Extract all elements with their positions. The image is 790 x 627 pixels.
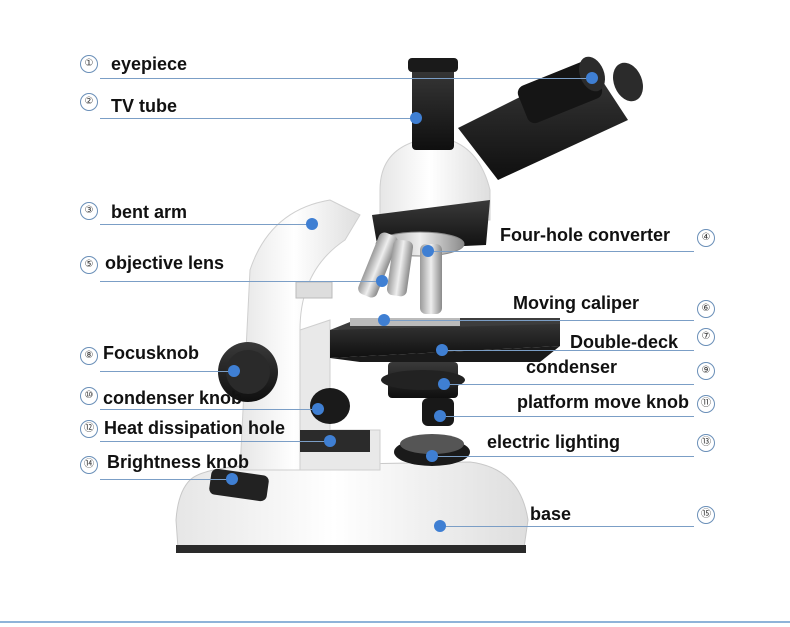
callout-dot-10	[312, 403, 324, 415]
stage-part	[330, 318, 560, 362]
callout-dot-4	[422, 245, 434, 257]
objectives-part	[358, 231, 465, 314]
bottom-divider	[0, 621, 790, 623]
leader-line-11	[440, 416, 694, 417]
leader-line-9	[444, 384, 694, 385]
callout-dot-1	[586, 72, 598, 84]
label-objective-lens: objective lens	[105, 253, 225, 273]
leader-line-3	[100, 224, 314, 225]
marker-9: ⑨	[697, 362, 715, 380]
callout-dot-14	[226, 473, 238, 485]
leader-line-15	[440, 526, 694, 527]
callout-dot-12	[324, 435, 336, 447]
marker-2: ②	[80, 93, 98, 111]
leader-line-4	[428, 251, 694, 252]
knobs-part	[218, 342, 350, 424]
leader-line-14	[100, 479, 232, 480]
leader-line-10	[100, 409, 318, 410]
label-platform-move-knob: platform move knob	[517, 392, 690, 412]
callout-dot-9	[438, 378, 450, 390]
marker-6: ⑥	[697, 300, 715, 318]
label-moving-caliper: Moving caliper	[513, 293, 640, 313]
label-focusknob: Focusknob	[103, 343, 200, 363]
callout-dot-6	[378, 314, 390, 326]
leader-line-2	[100, 118, 418, 119]
label-brightness-knob: Brightness knob	[107, 452, 250, 472]
label-condenser: condenser	[526, 357, 618, 377]
marker-13: ⑬	[697, 434, 715, 452]
callout-dot-11	[434, 410, 446, 422]
leader-line-13	[432, 456, 694, 457]
label-bent-arm: bent arm	[111, 202, 188, 222]
leader-line-5	[100, 281, 384, 282]
callout-dot-5	[376, 275, 388, 287]
marker-4: ④	[697, 229, 715, 247]
leader-line-8	[100, 371, 236, 372]
condenser-part	[381, 362, 470, 466]
label-base: base	[530, 504, 572, 524]
head-part	[372, 58, 491, 250]
callout-dot-15	[434, 520, 446, 532]
label-eyepiece: eyepiece	[111, 54, 188, 74]
callout-dot-13	[426, 450, 438, 462]
label-heat-dissipation-hole: Heat dissipation hole	[104, 418, 286, 438]
marker-12: ⑫	[80, 420, 98, 438]
leader-line-6	[384, 320, 694, 321]
callout-dot-3	[306, 218, 318, 230]
marker-15: ⑮	[697, 506, 715, 524]
marker-11: ⑪	[697, 395, 715, 413]
label-four-hole-converter: Four-hole converter	[500, 225, 671, 245]
callout-dot-8	[228, 365, 240, 377]
arm-part	[239, 199, 381, 471]
marker-14: ⑭	[80, 456, 98, 474]
marker-7: ⑦	[697, 328, 715, 346]
label-tv-tube: TV tube	[111, 96, 177, 116]
marker-8: ⑧	[80, 347, 98, 365]
leader-line-12	[100, 441, 330, 442]
leader-line-1	[100, 78, 594, 79]
marker-3: ③	[80, 202, 98, 220]
label-electric-lighting: electric lighting	[487, 432, 621, 452]
marker-5: ⑤	[80, 256, 98, 274]
leader-line-7	[442, 350, 694, 351]
callout-dot-7	[436, 344, 448, 356]
marker-1: ①	[80, 55, 98, 73]
label-double-deck: Double-deck	[570, 332, 679, 352]
binocular-part	[458, 56, 643, 180]
label-condenser-knob: condenser knob	[103, 388, 243, 408]
callout-dot-2	[410, 112, 422, 124]
marker-10: ⑩	[80, 387, 98, 405]
